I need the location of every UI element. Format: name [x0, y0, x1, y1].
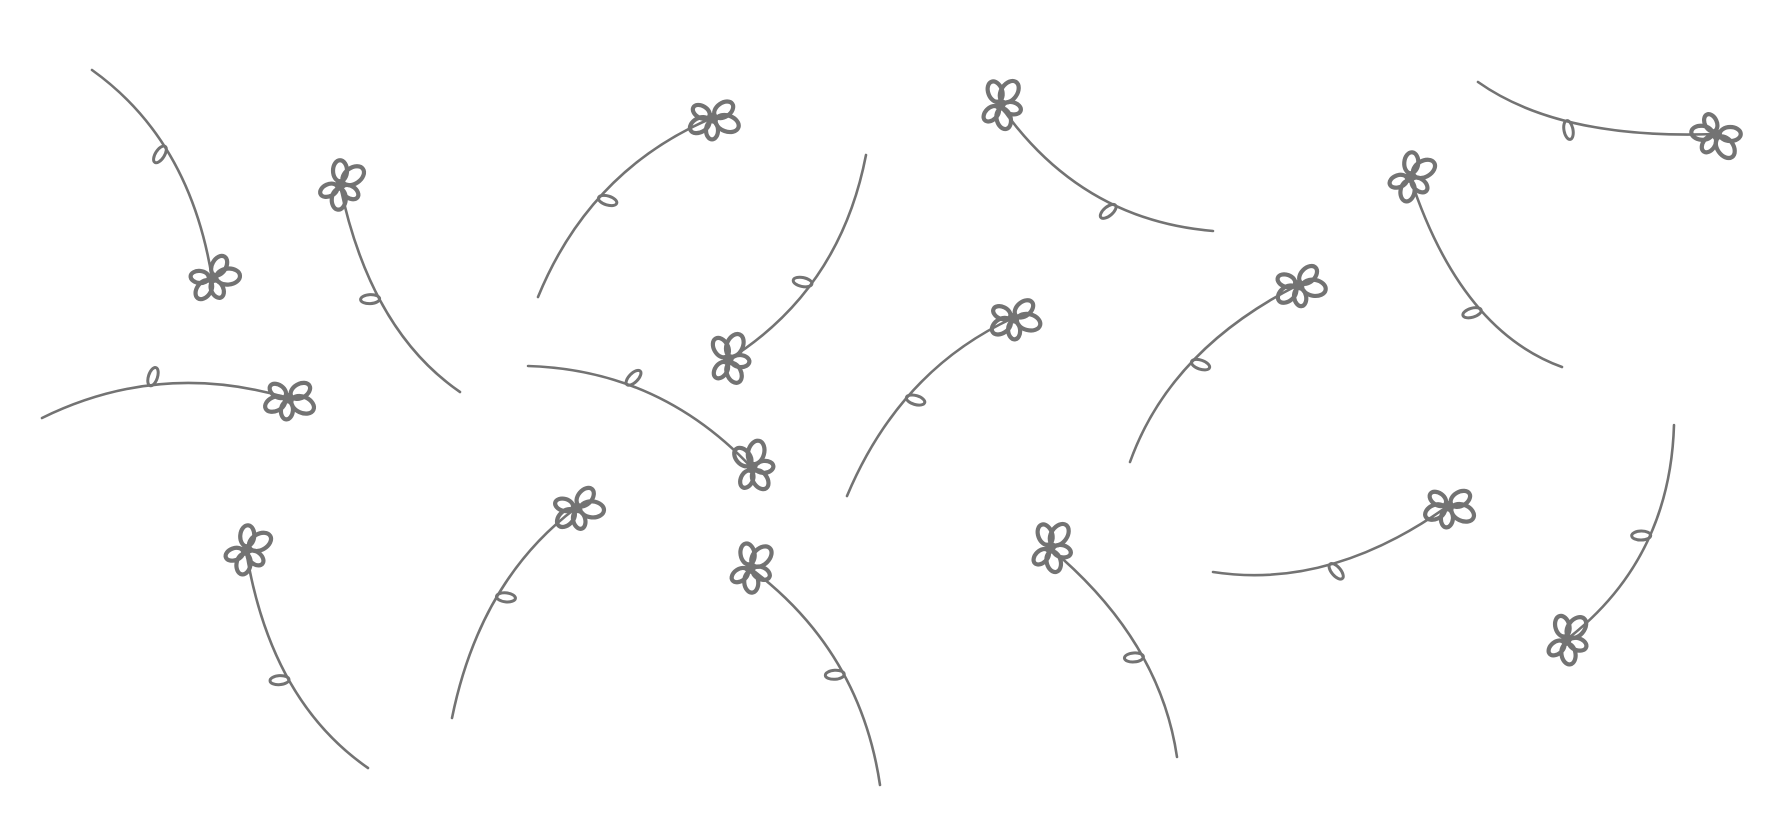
flower-icon: [223, 523, 274, 577]
leaf-icon: [596, 193, 619, 208]
flower-center-icon: [707, 113, 717, 123]
flower-sprig-icon: [710, 153, 868, 385]
leaf-icon: [1327, 562, 1345, 581]
flower-icon: [1546, 613, 1589, 667]
stem-line: [90, 68, 214, 280]
flower-icon: [729, 541, 774, 595]
flower-icon: [263, 380, 317, 422]
flower-sprig-icon: [526, 364, 776, 492]
flower-center-icon: [1561, 635, 1571, 645]
leaf-icon: [624, 368, 643, 387]
stem-line: [244, 548, 370, 770]
stem-line: [1476, 80, 1718, 136]
flower-center-icon: [207, 273, 217, 283]
stem-line: [998, 103, 1215, 233]
flower-center-icon: [335, 180, 345, 190]
leaf-icon: [1630, 529, 1653, 542]
flower-icon: [1387, 150, 1438, 204]
flower-icon: [318, 158, 367, 212]
leaf-icon: [1562, 119, 1575, 141]
flower-sprig-icon: [1476, 80, 1743, 161]
flower-sprig-icon: [223, 523, 370, 770]
leaf-icon: [791, 275, 814, 289]
flower-center-icon: [1293, 280, 1303, 290]
flower-sprig-icon: [90, 68, 243, 302]
flower-center-icon: [1711, 129, 1721, 139]
flower-center-icon: [745, 563, 755, 573]
flower-center-icon: [747, 463, 757, 473]
flower-icon: [687, 99, 741, 142]
leaf-icon: [1122, 651, 1145, 664]
stem-line: [726, 153, 868, 362]
flower-icon: [1423, 488, 1477, 530]
flower-icon: [710, 331, 752, 385]
flower-center-icon: [723, 355, 733, 365]
leaf-icon: [146, 366, 160, 388]
flower-icon: [1031, 521, 1073, 575]
stem-line: [845, 316, 1015, 498]
flower-sprig-icon: [845, 298, 1043, 498]
leaf-icon: [1461, 306, 1483, 320]
flower-icon: [732, 438, 776, 492]
leaf-icon: [1098, 202, 1118, 220]
leaf-icon: [268, 674, 291, 687]
flower-icon: [981, 78, 1023, 132]
flower-center-icon: [995, 100, 1005, 110]
flower-icon: [1689, 112, 1743, 161]
flower-center-icon: [283, 393, 293, 403]
leaf-icon: [904, 393, 927, 407]
stem-line: [1564, 423, 1676, 642]
leaf-icon: [823, 668, 846, 681]
leaf-icon: [359, 293, 382, 306]
stem-line: [748, 566, 882, 787]
stem-line: [526, 364, 754, 470]
flower-icon: [188, 253, 243, 302]
flower-sprig-icon: [1387, 150, 1564, 369]
flower-sprig-icon: [1546, 423, 1676, 667]
flower-center-icon: [1008, 313, 1018, 323]
flower-icon: [553, 485, 607, 531]
stem-line: [338, 183, 462, 394]
flower-sprig-icon: [40, 366, 317, 422]
stem-line: [1048, 546, 1179, 759]
flower-center-icon: [1443, 501, 1453, 511]
flower-sprig-icon: [536, 99, 741, 299]
stem-line: [536, 116, 714, 299]
flower-center-icon: [241, 545, 251, 555]
leaf-icon: [152, 144, 168, 165]
stem-line: [40, 381, 290, 420]
flower-sprig-icon: [450, 485, 607, 720]
leaf-icon: [1189, 357, 1212, 372]
flower-center-icon: [1045, 543, 1055, 553]
stem-line: [450, 506, 578, 720]
flower-sprig-icon: [1128, 263, 1328, 464]
flower-sprig-icon: [1031, 521, 1179, 759]
flower-center-icon: [1405, 172, 1415, 182]
leaf-icon: [494, 591, 517, 604]
flower-sprig-icon: [981, 78, 1215, 233]
flower-center-icon: [571, 503, 581, 513]
flower-sprig-icon: [318, 158, 462, 394]
flower-sprig-icon: [729, 541, 882, 787]
stem-line: [1408, 175, 1564, 369]
flower-icon: [989, 298, 1043, 342]
stem-line: [1128, 283, 1300, 464]
flower-sprig-icon: [1211, 488, 1477, 581]
petal-icon: [188, 268, 211, 286]
flower-icon: [1275, 263, 1328, 309]
petal-icon: [553, 496, 576, 514]
